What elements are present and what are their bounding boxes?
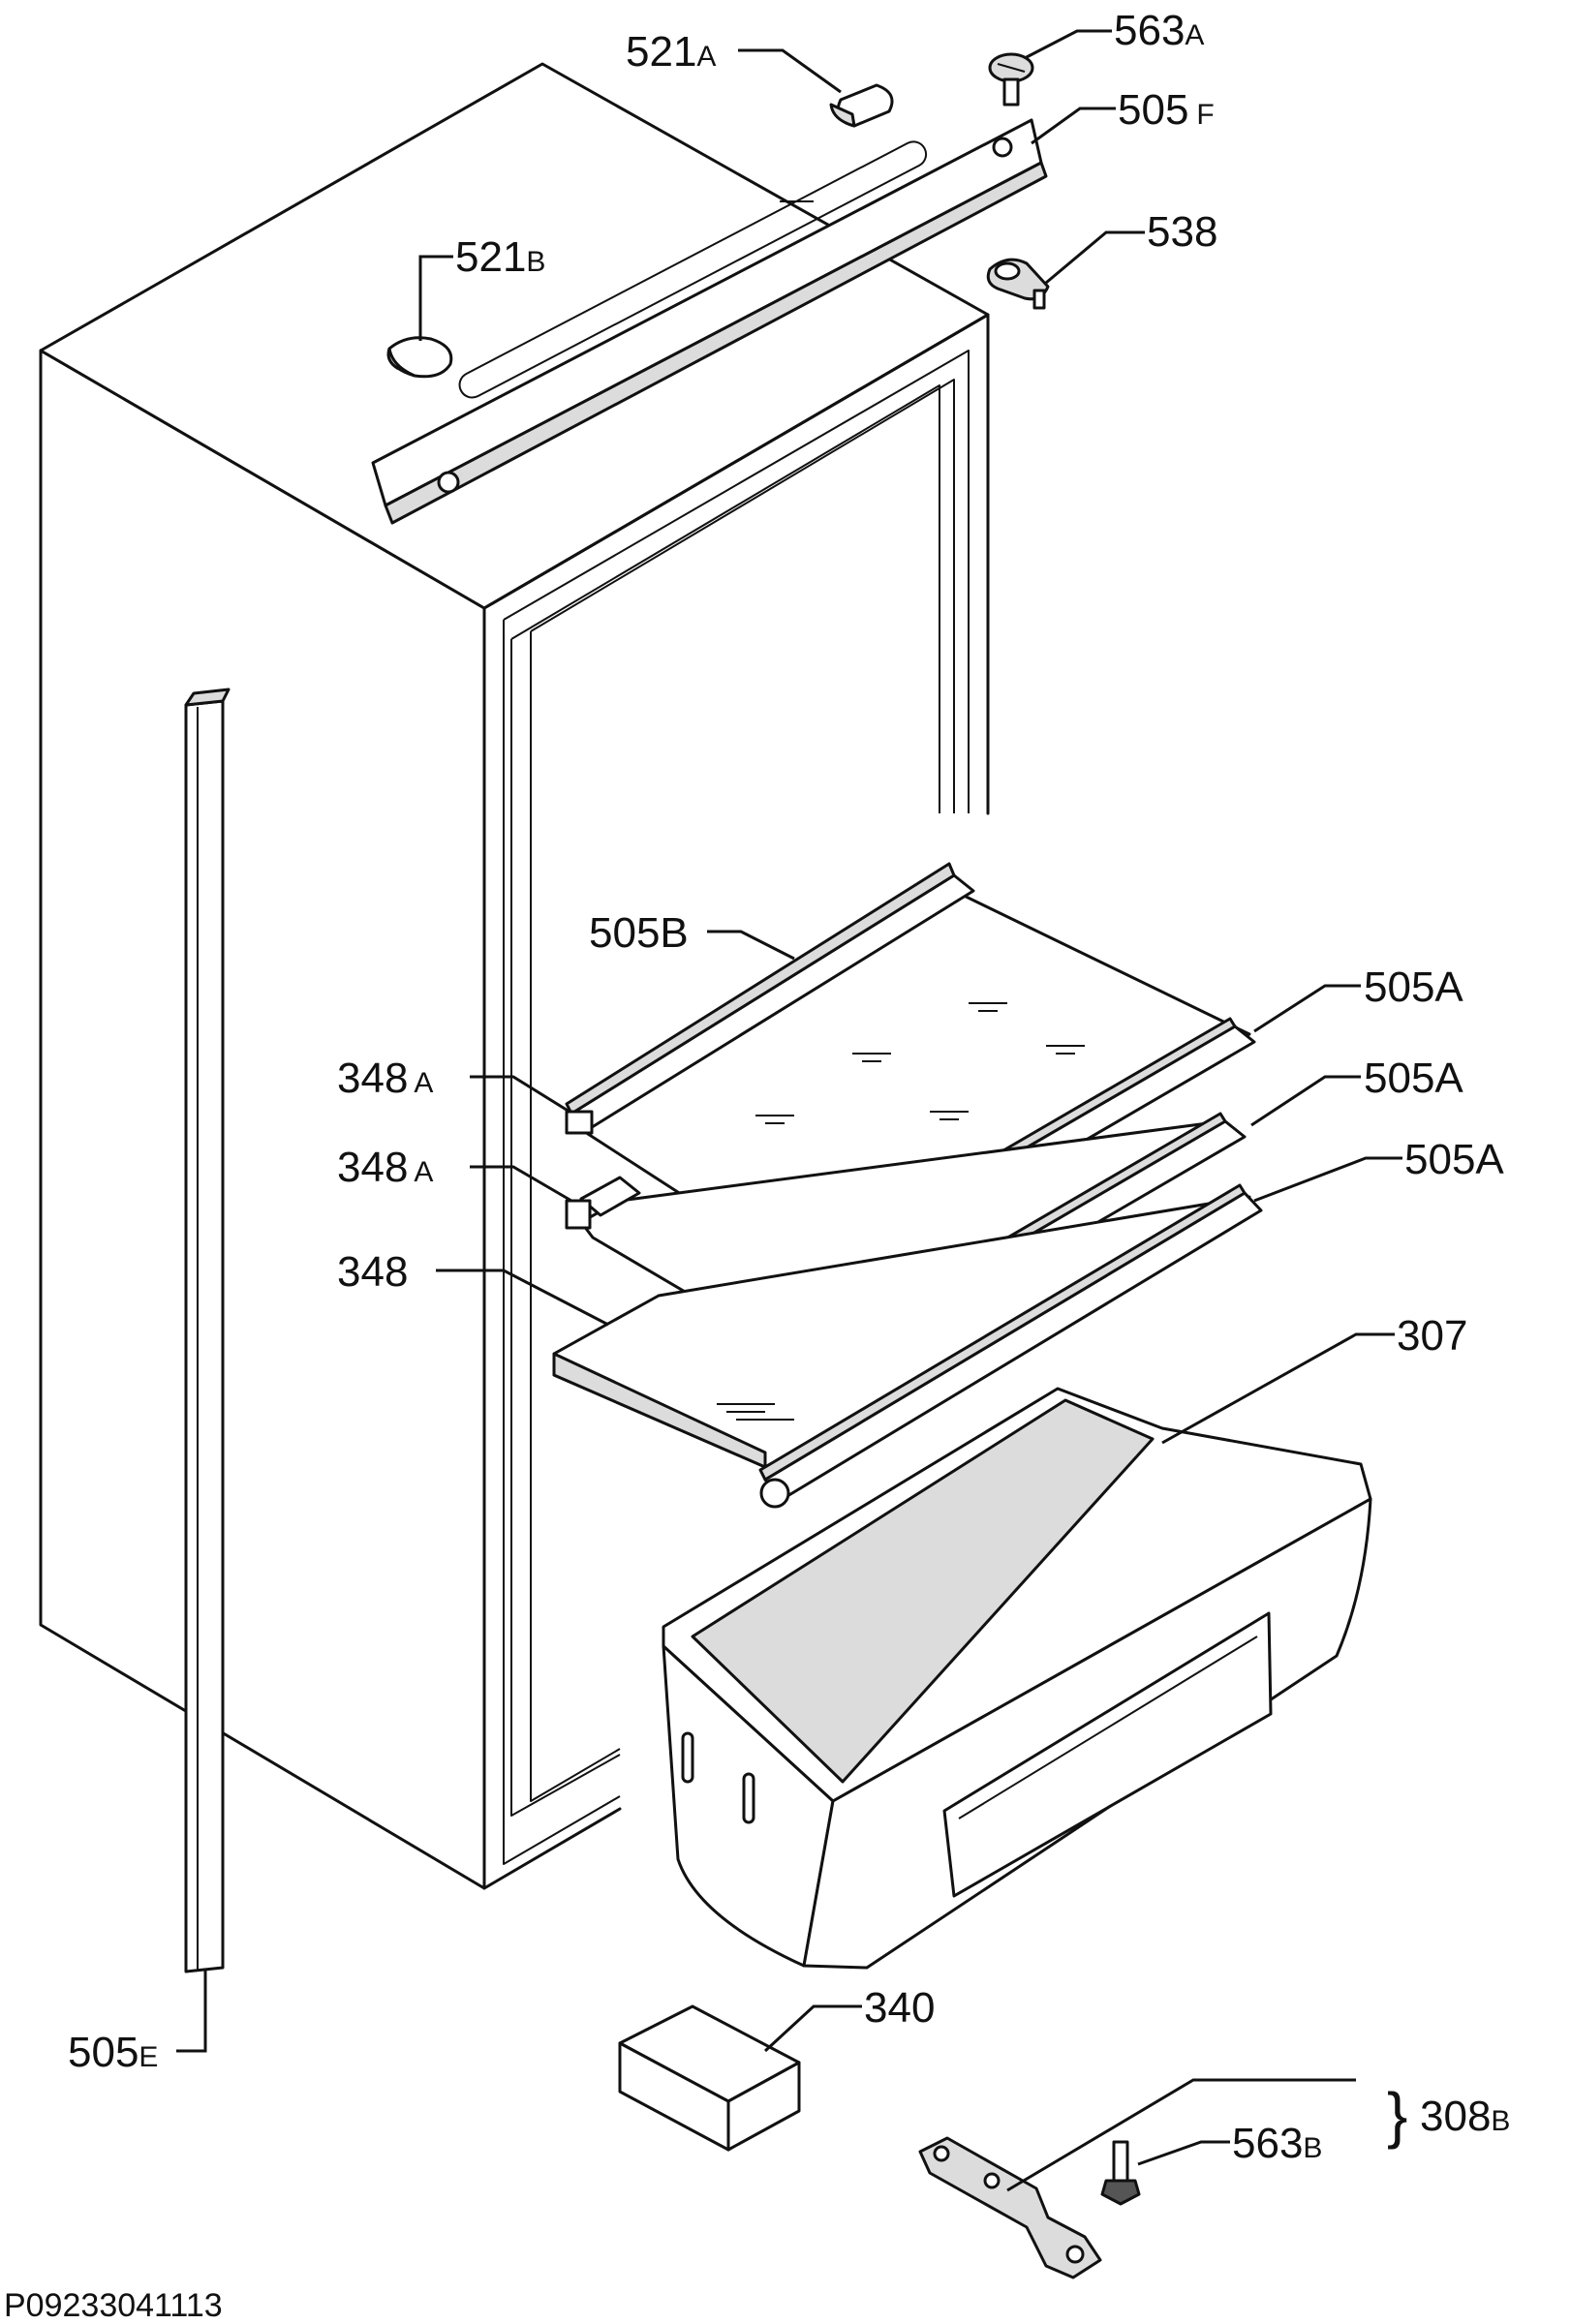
middle-shelf-back-clip: [579, 1176, 641, 1217]
leader-505e: [176, 1970, 207, 2053]
door-trim-strip-top: [184, 688, 231, 707]
bottom-hinge-assembly: [918, 2136, 1141, 2279]
upper-shelf-end-cap-left: [565, 1110, 594, 1135]
top-hinge-bar: [371, 118, 1048, 525]
crisper-notch-1: [681, 1731, 694, 1784]
door-trim-strip: [184, 688, 231, 1973]
leader-lines: [176, 29, 1402, 2192]
box-340-right: [726, 2061, 801, 2152]
leader-307: [1161, 1332, 1395, 1445]
leader-563b: [1137, 2140, 1230, 2166]
crisper-inside: [691, 1398, 1155, 1784]
cap-521a: [829, 83, 894, 128]
bottom-hinge-hole-2: [983, 2172, 1001, 2189]
cap-521a-side: [829, 103, 856, 128]
cabinet-gasket-3: [510, 384, 940, 813]
label-521b: 521B: [455, 233, 545, 281]
label-505b: 505B: [589, 909, 689, 957]
leader-340: [763, 2004, 862, 2053]
label-348: 348: [337, 1248, 408, 1296]
crisper-drawer: [662, 1387, 1372, 1970]
crisper-notch-2: [742, 1772, 755, 1824]
label-563a: 563A: [1114, 7, 1204, 54]
label-521a: 521A: [626, 28, 716, 76]
pin-563a-shaft: [1002, 77, 1020, 107]
leader-348a-1: [470, 1075, 570, 1114]
screw-563b-head: [1100, 2179, 1141, 2206]
hinge-pin-538: [986, 258, 1050, 310]
cabinet-front-top-edge: [482, 313, 990, 815]
label-505a-2: 505A: [1364, 1055, 1463, 1102]
leader-505a-2: [1250, 1075, 1361, 1127]
leader-308b: [1006, 2078, 1356, 2192]
label-563b: 563B: [1232, 2120, 1322, 2167]
part-box-340: [618, 2004, 801, 2152]
middle-shelf-end-cap-left: [565, 1199, 592, 1230]
leader-505a-1: [1253, 984, 1361, 1033]
screw-563b-shaft: [1112, 2140, 1129, 2183]
label-505e: 505E: [68, 2029, 158, 2076]
pin-563a: [988, 52, 1034, 107]
crisper-handle-lip: [958, 1636, 1258, 1819]
crisper-handle-recess: [942, 1611, 1273, 1898]
leader-348: [436, 1269, 609, 1327]
cabinet: [39, 62, 990, 1890]
leader-348a-2: [470, 1165, 572, 1203]
cabinet-gasket-1: [510, 639, 621, 1817]
leader-538: [1045, 230, 1145, 285]
leader-563a: [1024, 29, 1112, 60]
leader-505a-3: [1253, 1156, 1402, 1203]
hinge-pin-538-hole: [994, 261, 1021, 281]
door-trim-strip-face: [184, 699, 225, 1973]
label-538: 538: [1147, 208, 1217, 256]
bottom-hinge-plate: [918, 2136, 1102, 2279]
bottom-hinge-hole-1: [933, 2145, 950, 2162]
front-trim-bar-top: [758, 1183, 1247, 1482]
leader-505b: [707, 930, 795, 961]
leader-505f: [1031, 107, 1116, 145]
cabinet-frame-inner-1: [503, 620, 621, 1865]
leader-521a: [738, 48, 842, 94]
label-307: 307: [1397, 1312, 1467, 1360]
label-505a-1: 505A: [1364, 963, 1463, 1011]
hinge-bar-hole-right: [992, 137, 1013, 158]
hinge-bar-slot: [458, 140, 928, 399]
cabinet-frame-inner-2: [503, 350, 970, 813]
pin-563a-slot: [997, 63, 1026, 73]
bottom-hinge-hole-3: [1065, 2245, 1085, 2264]
hinge-bar-hole-left: [437, 471, 460, 494]
hinge-pin-538-stem: [1032, 289, 1046, 310]
cabinet-front-frame-edge: [482, 606, 622, 1890]
brace-308b: }: [1387, 2080, 1407, 2150]
leader-521b: [418, 255, 453, 341]
glass-plate-marks: [717, 1403, 794, 1421]
cabinet-gasket-4: [530, 379, 955, 813]
front-trim-end: [759, 1478, 790, 1509]
drawing-code: P09233041113: [4, 2287, 223, 2324]
cap-521b: [386, 336, 453, 379]
cabinet-gasket-2: [530, 631, 621, 1802]
label-505a-3: 505A: [1404, 1136, 1504, 1183]
label-308b: 308B: [1420, 2093, 1510, 2140]
hinge-bar-edge: [384, 161, 1048, 525]
cap-521b-side: [386, 347, 416, 378]
cabinet-side-face: [39, 349, 486, 1890]
label-340: 340: [864, 1984, 935, 2032]
front-trim-505a: [758, 1183, 1263, 1509]
